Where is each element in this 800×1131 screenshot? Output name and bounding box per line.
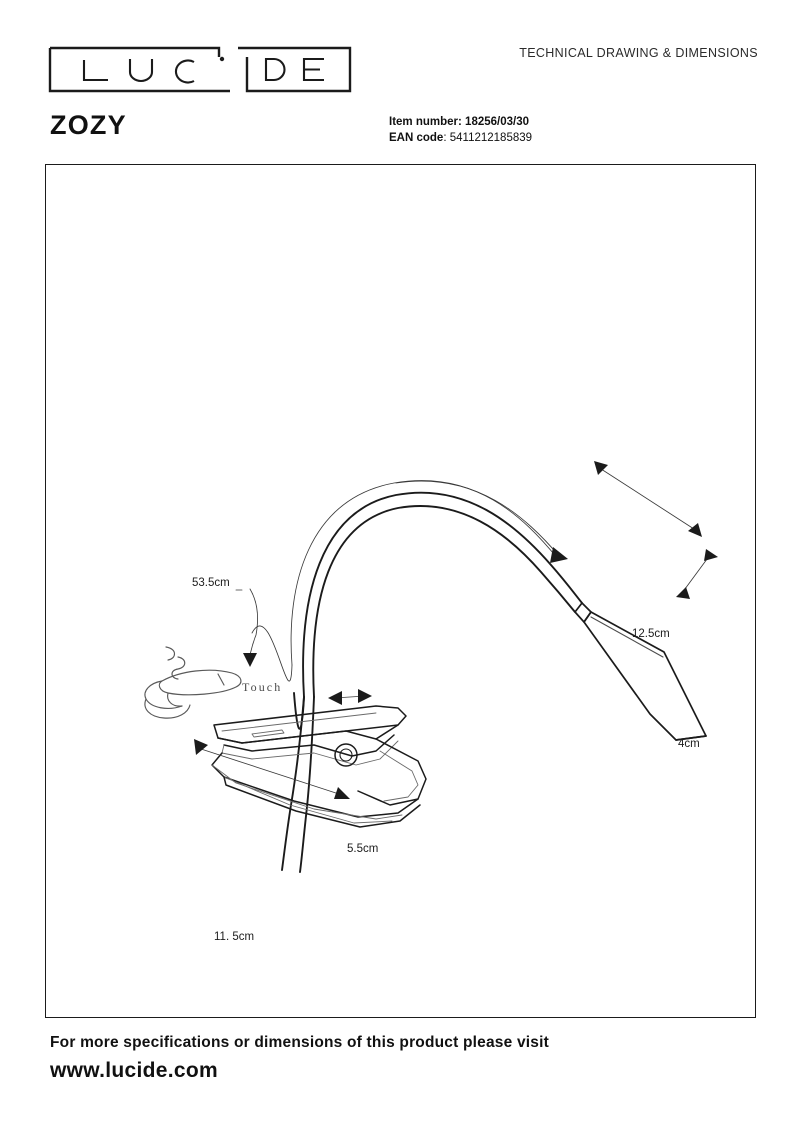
dimension-label-base-depth: 5.5cm bbox=[347, 843, 379, 855]
header-caption: TECHNICAL DRAWING & DIMENSIONS bbox=[519, 46, 758, 60]
arrowhead-5-5-right bbox=[358, 689, 372, 703]
touch-label: Touch bbox=[242, 680, 283, 694]
arrowhead-top-right bbox=[550, 547, 568, 563]
lamp-head bbox=[574, 602, 707, 741]
ean-value: 5411212185839 bbox=[449, 132, 533, 144]
ean-row: EAN code: 5411212185839 bbox=[389, 130, 532, 146]
arrowhead-4-start bbox=[704, 549, 718, 561]
ean-label: EAN code bbox=[389, 132, 444, 144]
arrowhead-11-5-right bbox=[334, 787, 350, 799]
item-info-block: Item number: 18256/03/30 EAN code: 54112… bbox=[389, 114, 532, 146]
dimension-leader-top bbox=[395, 480, 561, 558]
gooseneck-arm bbox=[293, 491, 583, 730]
dimension-label-head-length: 12.5cm bbox=[632, 628, 670, 640]
footer-text: For more specifications or dimensions of… bbox=[50, 1034, 549, 1051]
footer-website-link[interactable]: www.lucide.com bbox=[50, 1059, 218, 1082]
dimension-arrow-53-5 bbox=[249, 588, 259, 656]
arrowhead-11-5-left bbox=[194, 739, 208, 755]
item-number-row: Item number: 18256/03/30 bbox=[389, 114, 532, 130]
arrowhead-4-end bbox=[676, 587, 690, 599]
technical-drawing-frame: 53.5cm 12.5cm 4cm 5.5cm 11. 5cm Touch bbox=[45, 164, 756, 1018]
dimension-label-clip-length: 11. 5cm bbox=[214, 931, 255, 943]
arrowhead-53-5 bbox=[243, 653, 257, 667]
arrowhead-12-5-end bbox=[688, 523, 702, 537]
lucide-logo bbox=[48, 46, 352, 93]
dimension-line-11-5 bbox=[197, 747, 343, 796]
clip-base bbox=[211, 705, 427, 828]
lamp-technical-drawing bbox=[144, 461, 718, 873]
page-title: ZOZY bbox=[50, 110, 127, 140]
ean-separator: : bbox=[443, 132, 447, 144]
dimension-line-12-5 bbox=[597, 466, 695, 530]
arrowhead-12-5-start bbox=[594, 461, 608, 475]
item-number-label: Item number: bbox=[389, 116, 462, 128]
arrowhead-5-5-left bbox=[328, 691, 342, 705]
dimension-leader-53-5 bbox=[235, 480, 559, 682]
dimension-label-arm-height: 53.5cm bbox=[192, 577, 230, 589]
item-number-value: 18256/03/30 bbox=[465, 116, 529, 128]
logo-mark bbox=[48, 46, 352, 93]
dimension-line-4 bbox=[681, 554, 711, 594]
dimension-label-head-width: 4cm bbox=[678, 738, 700, 750]
pointing-hand-icon bbox=[144, 646, 242, 719]
